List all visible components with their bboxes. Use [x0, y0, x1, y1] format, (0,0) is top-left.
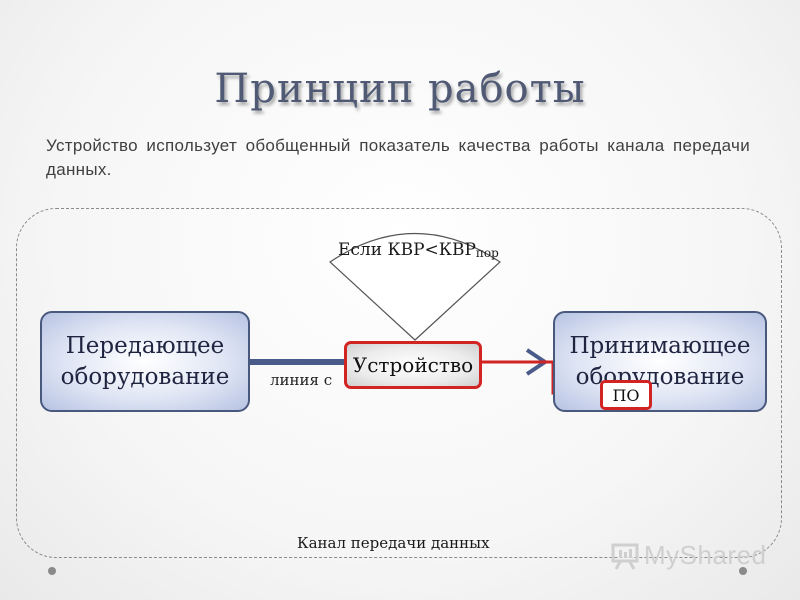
nav-dot-left[interactable]: [48, 567, 56, 575]
line-label: линия с: [270, 371, 333, 389]
subtitle-text: Устройство использует обобщенный показат…: [46, 136, 750, 179]
transmitter-box: Передающее оборудование: [40, 311, 250, 412]
watermark-logo: MyShared: [610, 540, 767, 571]
page-title: Принцип работы: [214, 66, 586, 112]
presentation-icon: [611, 543, 639, 570]
channel-label: Канал передачи данных: [297, 534, 490, 552]
condition-text: Если КВР<КВР: [338, 240, 476, 260]
transmitter-line1: Передающее: [65, 332, 225, 359]
channel-frame: [16, 208, 782, 558]
receiver-line2: оборудование: [575, 363, 745, 390]
receiver-box: Принимающее оборудование: [553, 311, 767, 412]
transmitter-line2: оборудование: [60, 363, 230, 390]
watermark-text: MyShared: [644, 540, 767, 570]
condition-subscript: пор: [475, 246, 499, 260]
device-box: Устройство: [344, 341, 482, 389]
device-label: Устройство: [352, 353, 474, 377]
condition-label: Если КВР<КВРпор: [338, 240, 499, 260]
receiver-line1: Принимающее: [569, 332, 751, 359]
condition-cone: [329, 232, 501, 341]
nav-dot-right[interactable]: [739, 567, 747, 575]
software-label: ПО: [612, 385, 640, 405]
software-box: ПО: [600, 380, 652, 410]
